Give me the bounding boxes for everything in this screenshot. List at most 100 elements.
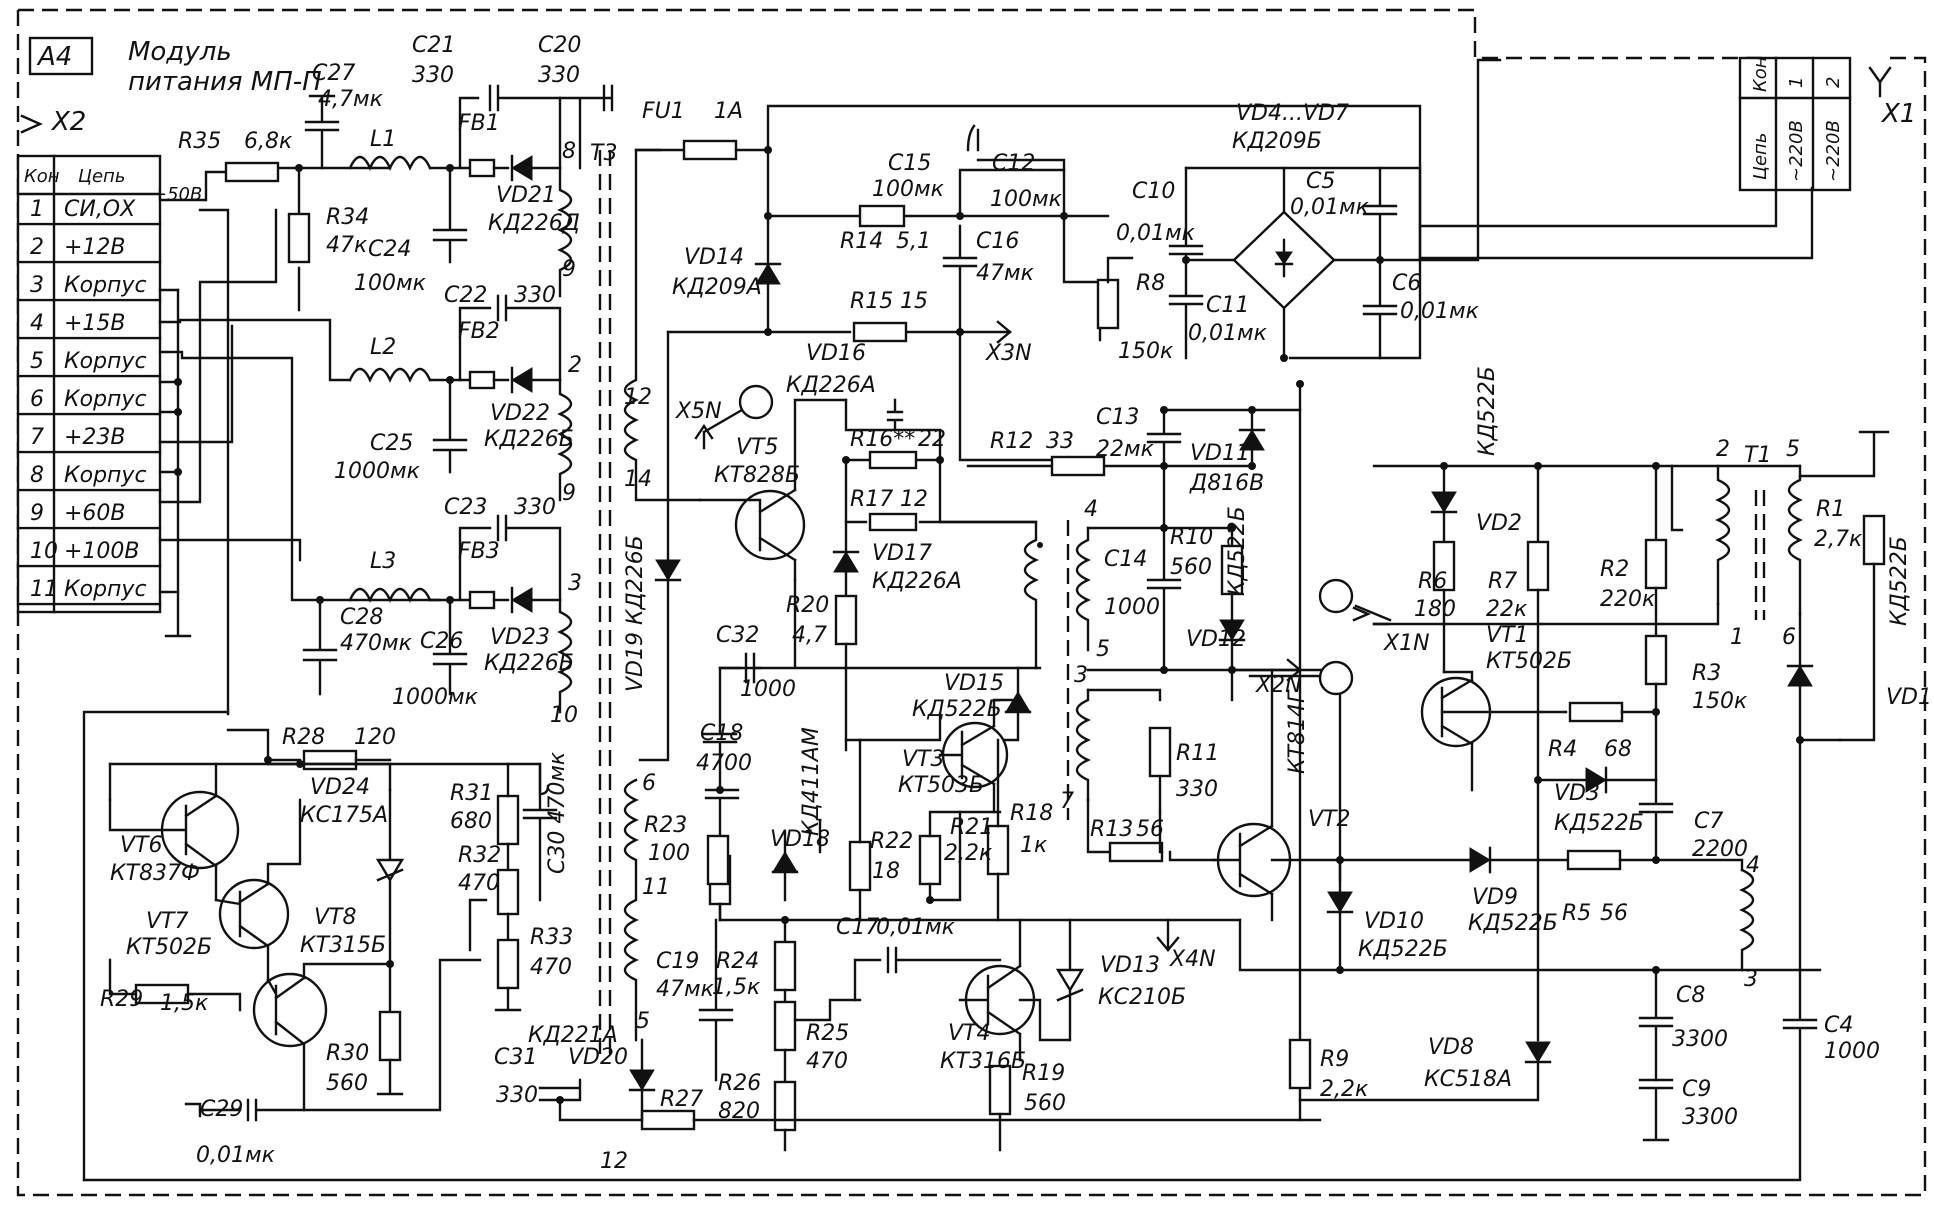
x2-circuit: +60В: [64, 501, 126, 526]
x2-circuit: +100В: [64, 539, 140, 564]
x2-circuit: +23В: [64, 425, 126, 450]
label-vt6v: КТ837Ф: [110, 861, 200, 886]
label-c11v: 0,01мк: [1188, 321, 1268, 346]
label-r6v: 180: [1414, 597, 1456, 622]
label-t3p3: 3: [568, 571, 582, 596]
x2-circuit: Корпус: [64, 463, 147, 488]
label-x1n: X1N: [1383, 631, 1430, 656]
label-c20v: 330: [538, 63, 580, 88]
label-vd18v: КД411АМ: [799, 727, 824, 836]
label-fu1v: 1А: [714, 99, 743, 124]
x2-pin: 10: [30, 539, 58, 564]
label-vd10: VD10: [1364, 909, 1424, 934]
label-c4: C4: [1824, 1013, 1853, 1038]
label-c25: C25: [370, 431, 413, 456]
label-p3: 3: [1074, 663, 1088, 688]
x2-pin: 7: [30, 425, 44, 450]
label-c20: C20: [538, 33, 581, 58]
label-p6: 6: [642, 771, 656, 796]
label-l1: L1: [370, 127, 396, 152]
label-t3p10: 10: [550, 703, 578, 728]
x2-circuit: +15В: [64, 311, 126, 336]
label-vd9: VD9: [1472, 885, 1518, 910]
label-r6: R6: [1418, 569, 1447, 594]
x2-pin: 5: [30, 349, 44, 374]
label-r32: R32: [458, 843, 501, 868]
label-vd12: VD12: [1186, 627, 1246, 652]
label-vt8v: КТ315Б: [300, 933, 386, 958]
label-r14v: 5,1: [896, 229, 931, 254]
label-vd9v: КД522Б: [1468, 911, 1558, 936]
label-vt1v: КТ502Б: [1486, 649, 1572, 674]
label-c7: C7: [1694, 809, 1723, 834]
label-r10v: 560: [1170, 555, 1212, 580]
label-t1p1: 1: [1730, 625, 1744, 650]
x2-header-pin: Кон: [24, 166, 60, 187]
label-r18v: 1к: [1020, 833, 1048, 858]
label-c28: C28: [340, 605, 383, 630]
label-r13v: 56: [1136, 817, 1164, 842]
label-t1p3: 3: [1744, 967, 1758, 992]
label-p7: 7: [1060, 789, 1074, 814]
label-vd21: VD21: [496, 183, 556, 208]
label-c30: C30 470мк: [545, 751, 570, 874]
label-r18: R18: [1010, 801, 1053, 826]
label-t1: T1: [1744, 443, 1771, 468]
connector-x1-pin-1: 1: [1786, 77, 1807, 88]
bridge-and-control: [82, 58, 1890, 1182]
x2-circuit: Корпус: [64, 349, 147, 374]
label-r3: R3: [1692, 661, 1721, 686]
label-r15v: 15: [900, 289, 928, 314]
label-c8: C8: [1676, 983, 1705, 1008]
label-vd24: VD24: [310, 775, 370, 800]
label-vd19: VD19 КД226Б: [623, 535, 648, 692]
label-c16v: 47мк: [976, 261, 1035, 286]
label-r29: R29: [100, 987, 143, 1012]
label-vd16: VD16: [806, 341, 866, 366]
label-r13: R13: [1090, 817, 1133, 842]
label-c18v: 4700: [696, 751, 752, 776]
label-vd14: VD14: [684, 245, 744, 270]
label-r34: R34: [326, 205, 369, 230]
label-vt3v: КТ503Б: [898, 773, 984, 798]
x2-circuit: +12В: [64, 235, 126, 260]
label-t3p9b: 9: [562, 481, 576, 506]
label-t3p12: 12: [624, 385, 652, 410]
primary-stage: [538, 104, 1422, 1152]
label-vd15v: КД522Б: [912, 697, 1002, 722]
label-vt2: VT2: [1308, 807, 1351, 832]
label-c12: C12: [992, 151, 1035, 176]
label-c6: C6: [1392, 271, 1421, 296]
label-c31: C31: [494, 1045, 537, 1070]
label-vd1: VD1: [1886, 685, 1932, 710]
label-p5: 5: [1096, 637, 1110, 662]
label-t3p2: 2: [568, 353, 582, 378]
label-vd11v: Д816В: [1189, 471, 1264, 496]
label-c6v: 0,01мк: [1400, 299, 1480, 324]
label-r33: R33: [530, 925, 573, 950]
label-vt7: VT7: [146, 909, 189, 934]
label-vd11: VD11: [1190, 441, 1250, 466]
x2-circuit: Корпус: [64, 387, 147, 412]
label-fb3: FB3: [458, 539, 500, 564]
label-r23: R23: [644, 813, 687, 838]
connector-x2-supply-note: +50В: [152, 184, 202, 205]
label-r25v: 470: [806, 1049, 848, 1074]
label-r19v: 560: [1024, 1091, 1066, 1116]
label-c5v: 0,01мк: [1290, 195, 1370, 220]
x2-circuit: Корпус: [64, 273, 147, 298]
label-r2: R2: [1600, 557, 1629, 582]
label-t1p4: 4: [1746, 853, 1760, 878]
label-vt4: VT4: [948, 1021, 991, 1046]
label-vd13v: КС210Б: [1098, 985, 1186, 1010]
label-r31: R31: [450, 781, 493, 806]
label-fb1: FB1: [458, 111, 500, 136]
x2-pin: 2: [30, 235, 44, 260]
label-r20: R20: [786, 593, 829, 618]
label-r28: R28: [282, 725, 325, 750]
label-vd16v: КД226А: [786, 373, 876, 398]
label-t3p9a: 9: [562, 257, 576, 282]
label-vt6: VT6: [120, 833, 163, 858]
